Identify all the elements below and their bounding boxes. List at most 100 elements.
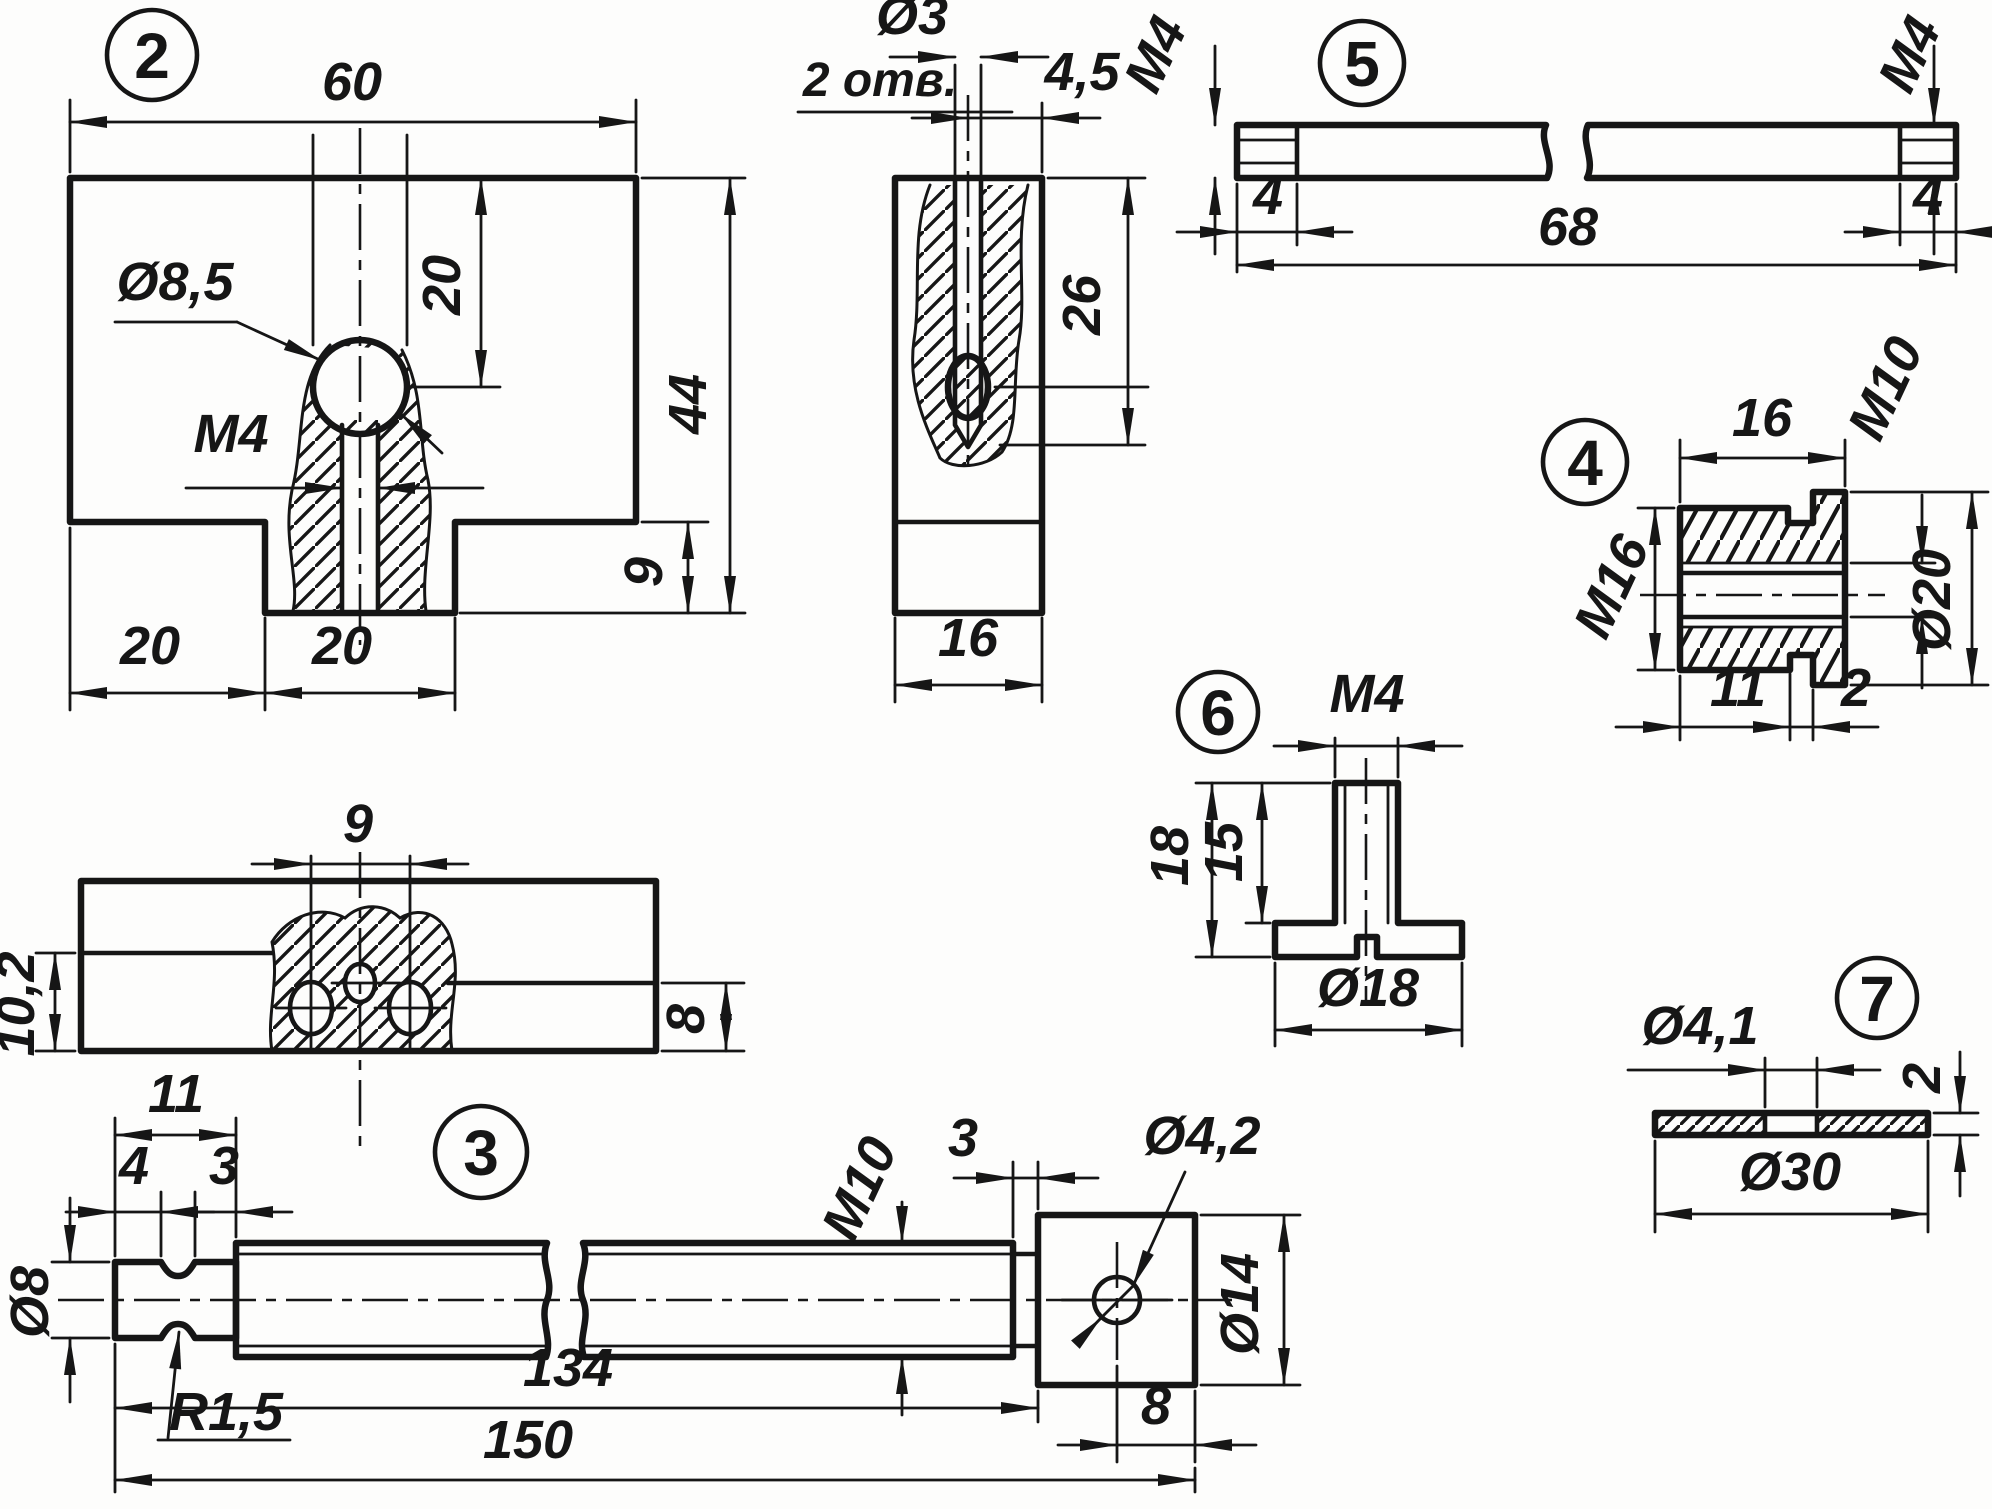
dim-hole: Ø4,1 (1641, 996, 1758, 1056)
dim-head-len: 11 (148, 1064, 204, 1124)
bar-step-lines (78, 950, 659, 986)
dim-neck: 3 (948, 1108, 978, 1168)
dim-right-depth: 8 (656, 1004, 716, 1034)
screw-neck (1010, 1251, 1041, 1349)
balloon-part2 (104, 7, 200, 103)
dim-len-to-block: 134 (523, 1338, 613, 1398)
part4-bore (1677, 570, 1848, 620)
dim-hole-dia: Ø8,5 (116, 252, 234, 312)
leader-line (1131, 1170, 1187, 1288)
balloon-part7 (1834, 955, 1920, 1041)
part6-screw-view: 6 M4 18 15 Ø18 (1140, 664, 1466, 1048)
dim-total-len: 150 (483, 1410, 573, 1470)
balloon-part5-label: 5 (1344, 28, 1380, 100)
part7-hole-edges (1762, 1110, 1820, 1138)
rod-left-half (1233, 121, 1553, 182)
dim-thread-len-left: 4 (1252, 166, 1283, 226)
slide-bar-plan-view: 9 10,2 8 (0, 794, 746, 1148)
part2-front-view: 2 60 Ø8,5 20 M4 44 9 20 20 (66, 7, 747, 712)
extension-line (311, 133, 409, 347)
part6-outline (1271, 779, 1466, 961)
dim-head-dia: Ø8 (0, 1266, 60, 1338)
dim-ext-thread: M16 (1562, 525, 1661, 646)
part7-outline (1651, 1109, 1932, 1139)
part5-rod-view: 5 M4 M4 4 4 68 (1113, 8, 1992, 274)
dim-hole-offset: 8 (1141, 1376, 1171, 1436)
part2-side-hatch (912, 185, 1028, 466)
dim-cross-hole: Ø4,2 (1143, 1106, 1260, 1166)
dim-stem-h: 15 (1194, 821, 1254, 882)
dim-hole-spacing: 9 (343, 794, 373, 854)
part2-side-hole (952, 175, 984, 450)
dim-boss-height: 9 (614, 557, 674, 587)
screw-shaft-right (577, 1239, 1017, 1361)
part7-hatch (1655, 1113, 1928, 1135)
dim-length: 16 (1732, 388, 1793, 448)
dim-int-thread: M10 (1836, 328, 1935, 449)
dim-width: 60 (322, 52, 382, 112)
dim-thread-left: M4 (1113, 8, 1199, 101)
balloon-part3-label: 3 (463, 1117, 499, 1189)
balloon-part5 (1317, 18, 1407, 108)
balloon-part6 (1175, 669, 1261, 755)
dim-height: 44 (658, 374, 718, 435)
dim-length: 68 (1538, 197, 1598, 257)
break-line (911, 183, 1030, 468)
part2-body-outline (66, 174, 640, 617)
dim-dia: Ø30 (1739, 1142, 1841, 1202)
balloon-part4 (1540, 417, 1630, 507)
thread-lines (1343, 781, 1390, 925)
balloon-part2-label: 2 (134, 20, 170, 92)
dim-thread-right: M4 (1867, 8, 1953, 101)
dim-flange-dia: Ø18 (1317, 958, 1419, 1018)
dim-groove-r: R1,5 (169, 1382, 284, 1442)
dim-slot: 2 (1840, 658, 1871, 718)
part2-section-hatch (288, 340, 431, 611)
dim-thread: M10 (810, 1128, 909, 1249)
part3-screw-view: 3 Ø8 11 4 3 R1,5 M10 3 Ø4,2 Ø14 8 (0, 1064, 1302, 1494)
part2-side-outline (891, 174, 1046, 617)
part4-outline (1676, 488, 1849, 689)
dim-thread: M4 (193, 404, 268, 464)
dim-thickness: 16 (938, 608, 999, 668)
leader-line (235, 320, 322, 362)
leader-line (166, 1330, 182, 1440)
part7-washer-view: 7 Ø4,1 2 Ø30 (1626, 955, 1980, 1234)
dim-edge-offset: 4,5 (1043, 42, 1120, 102)
dim-hole-dia: Ø3 (876, 0, 948, 46)
balloon-part3 (432, 1103, 530, 1201)
dim-thread: M4 (1329, 664, 1404, 724)
part2-threaded-hole (339, 422, 381, 614)
dim-groove-w: 3 (209, 1136, 239, 1196)
dim-block-dia: Ø14 (1210, 1253, 1270, 1355)
dim-flange-dia: Ø20 (1902, 549, 1962, 651)
balloon-part7-label: 7 (1859, 963, 1895, 1035)
part2-side-view: Ø3 2 отв. 4,5 26 16 (796, 0, 1150, 704)
screw-shaft-left (232, 1239, 553, 1361)
dim-hole-offset: 20 (412, 255, 472, 316)
break-line (268, 905, 457, 1053)
holes-note: 2 отв. (802, 54, 957, 107)
balloon-part6-label: 6 (1200, 677, 1236, 749)
dim-body-len: 11 (1710, 658, 1766, 718)
screw-end-block (1034, 1211, 1199, 1389)
thread-lines (234, 1252, 1015, 1348)
dim-hole-depth: 26 (1052, 274, 1112, 336)
thread-lines (1235, 138, 1958, 165)
bar-outline (77, 877, 660, 1055)
dim-boss-left: 20 (119, 616, 180, 676)
dim-total-h: 18 (1140, 826, 1200, 886)
balloon-part4-label: 4 (1567, 427, 1603, 499)
break-line (287, 343, 332, 613)
dim-thickness: 2 (1892, 1063, 1952, 1094)
dim-left-depth: 10,2 (0, 951, 46, 1056)
rod-right-half (1582, 121, 1960, 182)
part4-bushing-view: 4 16 M10 M16 Ø20 11 2 (1540, 328, 1990, 742)
part4-hatch-bottom (1680, 627, 1845, 685)
dim-thread-len-right: 4 (1912, 166, 1943, 226)
part4-hatch-top (1680, 492, 1845, 563)
dim-boss-width: 20 (311, 616, 372, 676)
dim-head-flat: 4 (118, 1136, 149, 1196)
